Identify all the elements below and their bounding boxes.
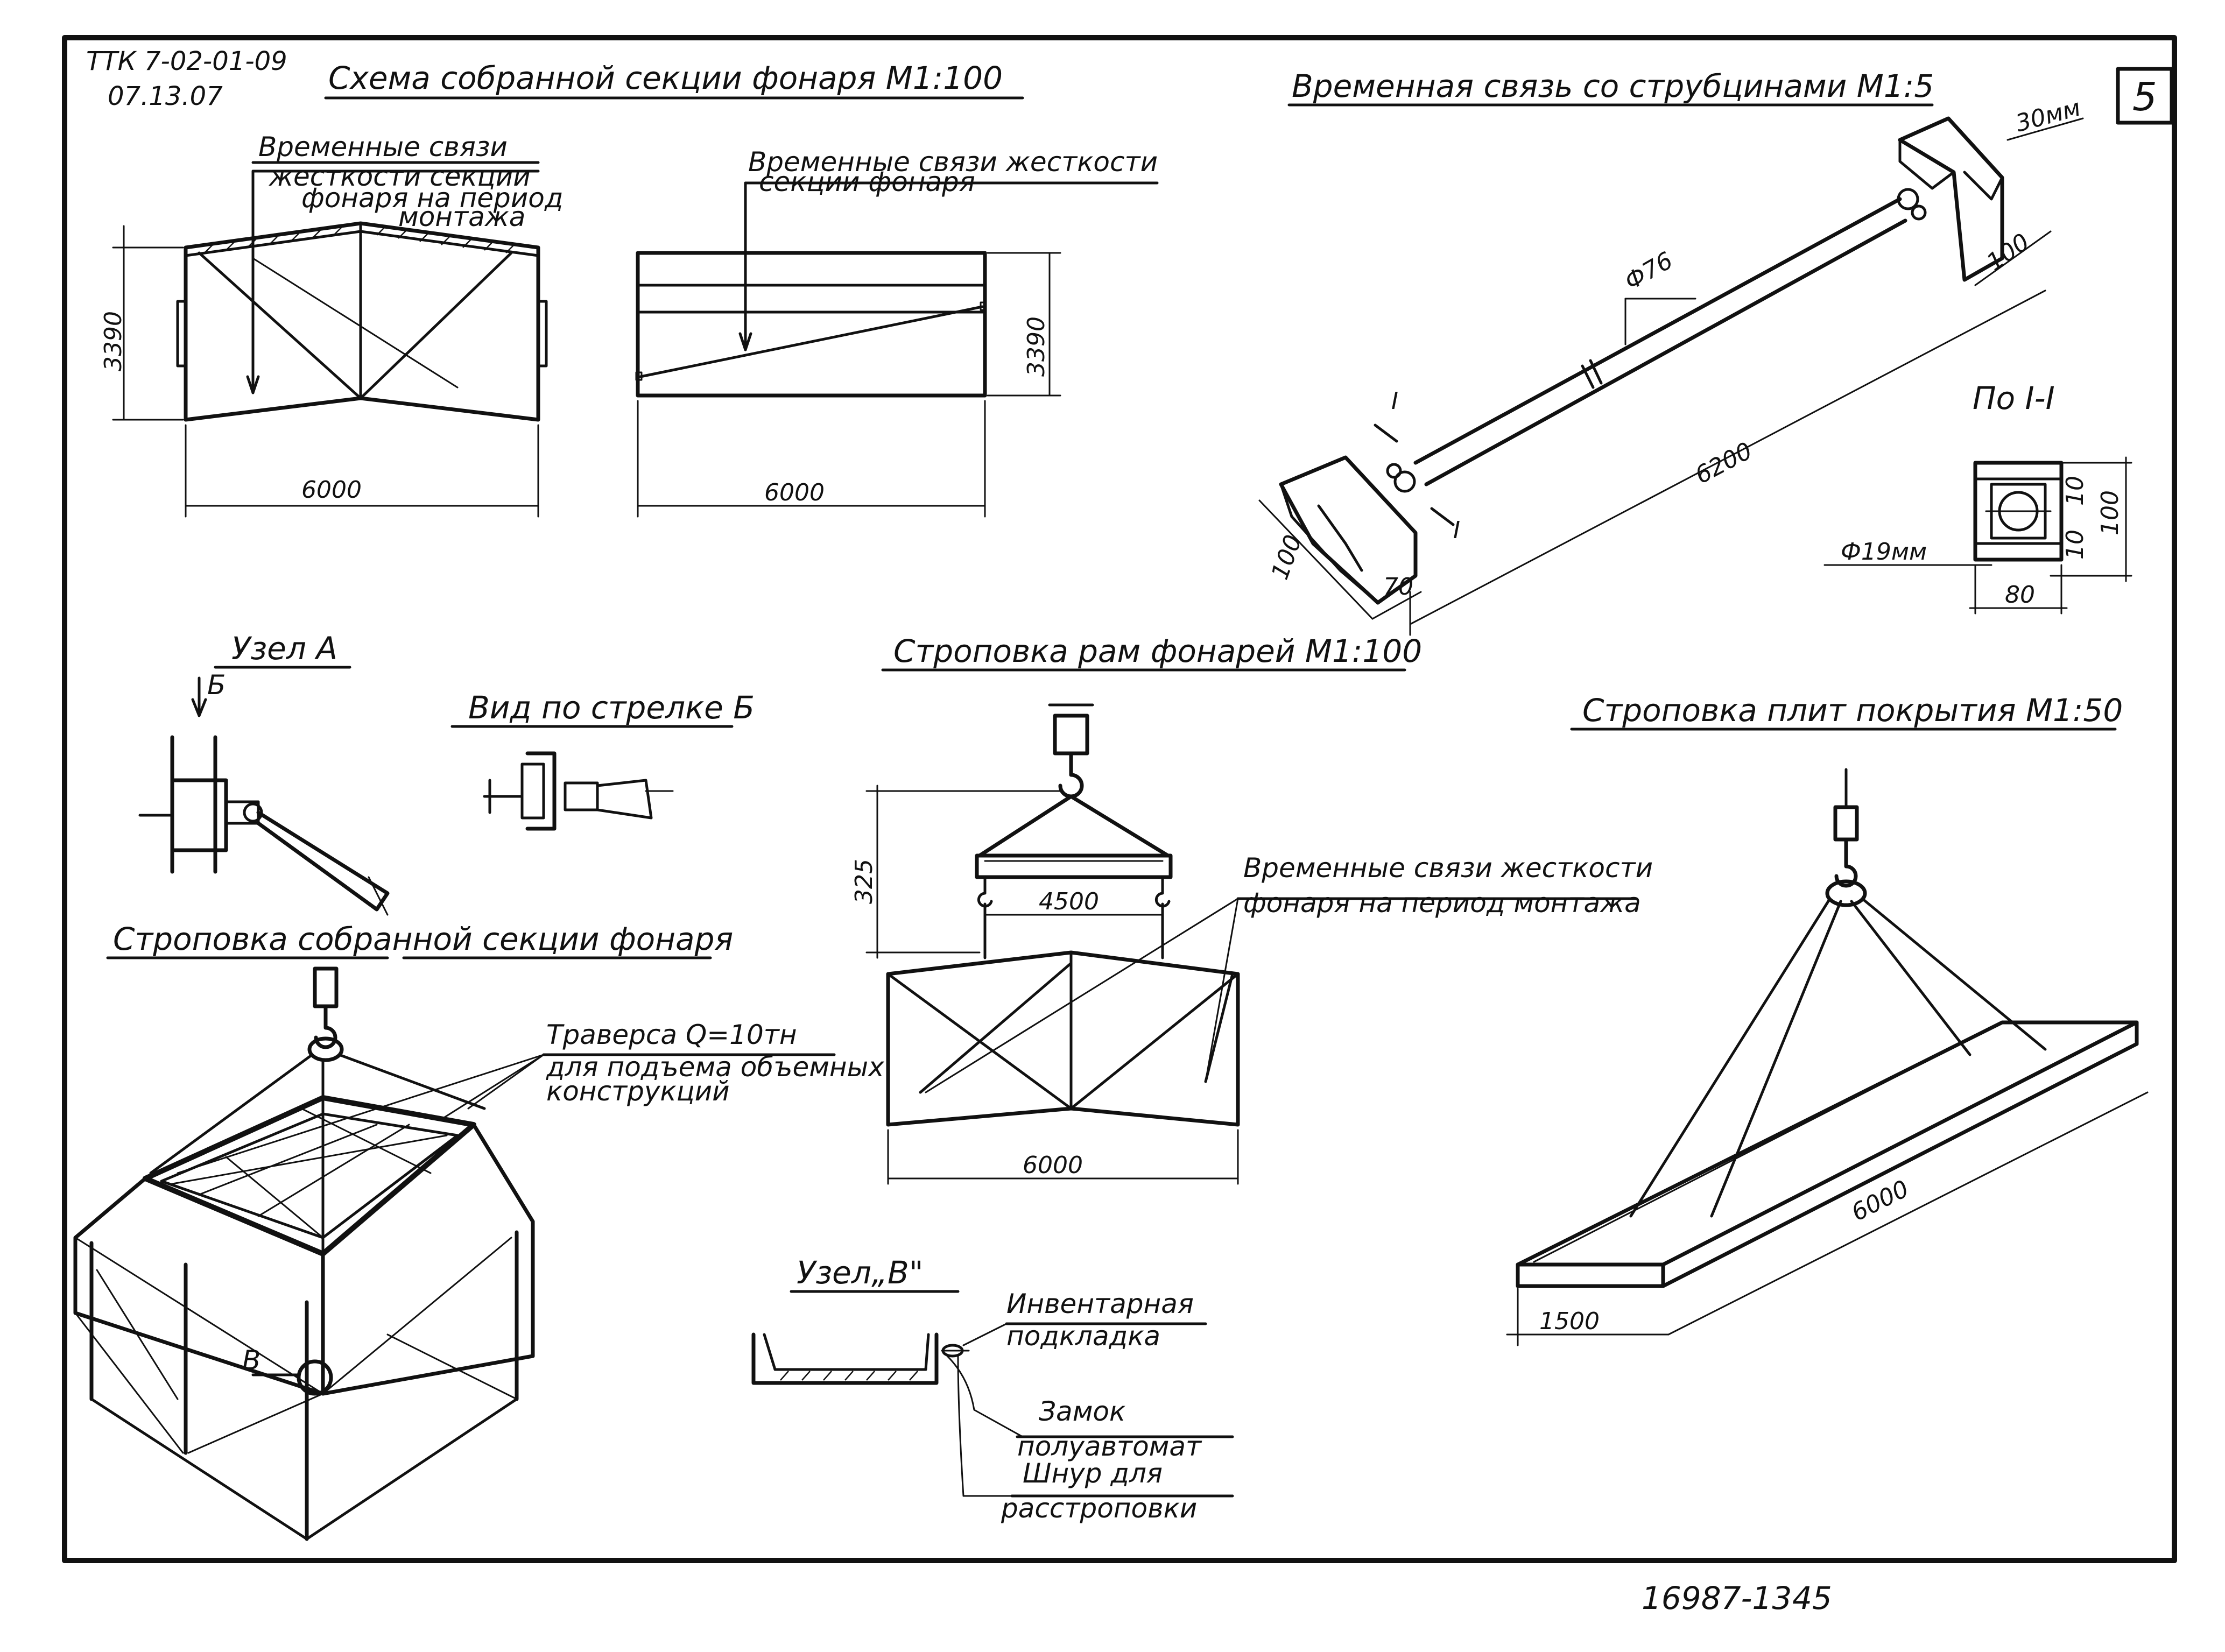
frame-slinging: Строповка рам фонарей М1:100 325 4500 xyxy=(850,633,1653,1185)
slab-slinging: Строповка плит покрытия М1:50 6000 1500 xyxy=(1506,692,2149,1346)
node-v-marker-label: В xyxy=(242,1345,260,1376)
dim-10a: 10 xyxy=(2061,476,2089,506)
section-detail: 10 100 10 80 Ф19мм xyxy=(1823,456,2132,615)
callout-left-line4: монтажа xyxy=(398,201,525,232)
assembled-slinging-title: Строповка собранной секции фонаря xyxy=(113,921,733,957)
callout-left-line3: фонаря на период xyxy=(301,182,563,214)
dim-width-left: 6000 xyxy=(301,476,362,504)
node-v-hatching xyxy=(780,1371,918,1381)
frame-slinging-title: Строповка рам фонарей М1:100 xyxy=(893,633,1422,669)
section-scheme: Схема собранной секции фонаря М1:100 xyxy=(100,60,1159,518)
dim-height-left: 3390 xyxy=(100,311,127,371)
node-v-lock-line1: Замок xyxy=(1039,1396,1125,1427)
dim-slab-width: 1500 xyxy=(1539,1308,1600,1335)
dim-100-side: 100 xyxy=(2096,490,2124,535)
node-v-title: Узел„В" xyxy=(797,1254,923,1291)
dim-80: 80 xyxy=(2005,581,2035,609)
view-b: Вид по стрелке Б xyxy=(450,689,755,831)
dim-30mm: 30мм xyxy=(2013,94,2083,138)
footer-stamp: 16987-13 xyxy=(1642,1580,1792,1616)
callout-right-line2: секции фонаря xyxy=(759,166,975,197)
node-a-title: Узел А xyxy=(231,630,337,667)
section-title: По I-I xyxy=(1973,380,2055,416)
section-front-elevation: 3390 6000 xyxy=(100,170,548,518)
frame-callout-line2: фонаря на период монтажа xyxy=(1243,887,1641,919)
assembled-slinging: Строповка собранной секции фонаря xyxy=(73,921,884,1541)
temp-brace: Временная связь со струбцинами М1:5 30мм… xyxy=(1258,68,2132,636)
node-v: Узел„В" Инвентарная подкладка Замок полу… xyxy=(751,1254,1234,1524)
sheet-number-box xyxy=(2116,67,2174,125)
footer-page: 45 xyxy=(1792,1580,1832,1616)
node-v-marker xyxy=(297,1359,333,1396)
traverse-line3: конструкций xyxy=(546,1076,730,1107)
dim-width-right: 6000 xyxy=(764,479,825,506)
node-a-arrow-label: Б xyxy=(207,669,226,701)
dim-length: 6200 xyxy=(1691,437,1757,490)
slab-slinging-title: Строповка плит покрытия М1:50 xyxy=(1582,692,2123,729)
node-v-cord-line1: Шнур для xyxy=(1023,1458,1163,1489)
dim-slab-length: 6000 xyxy=(1847,1175,1913,1227)
node-v-cord-line2: расстроповки xyxy=(1001,1493,1197,1524)
dim-height-right: 3390 xyxy=(1023,316,1050,377)
dim-70: 70 xyxy=(1383,573,1413,601)
section-mark-top: I xyxy=(1391,387,1398,415)
node-v-pad-line2: подкладка xyxy=(1006,1321,1160,1352)
section-mark-bottom: I xyxy=(1453,517,1460,544)
node-v-lock-line2: полуавтомат xyxy=(1017,1431,1202,1462)
section-side-elevation: 3390 6000 xyxy=(635,181,1159,518)
view-b-title: Вид по стрелке Б xyxy=(468,689,755,726)
section-scheme-title: Схема собранной секции фонаря М1:100 xyxy=(328,60,1003,96)
dim-100-top: 100 xyxy=(1982,228,2034,277)
traverse-line2: для подъема объемных xyxy=(546,1051,884,1083)
dim-diameter: Ф76 xyxy=(1620,246,1678,295)
dim-bolt: Ф19мм xyxy=(1841,538,1927,566)
dim-100-left: 100 xyxy=(1266,531,1307,583)
sheet-frame xyxy=(62,35,2177,1563)
sheet-code-line1: ТТК 7-02-01-09 xyxy=(86,46,287,76)
callout-left-line2: жесткости секции xyxy=(269,161,531,192)
temp-brace-title: Временная связь со струбцинами М1:5 xyxy=(1292,68,1934,104)
dim-6000-frame: 6000 xyxy=(1023,1152,1083,1179)
sheet-code-line2: 07.13.07 xyxy=(108,81,223,111)
node-v-pad-line1: Инвентарная xyxy=(1006,1288,1194,1319)
callout-left-line1: Временные связи xyxy=(258,131,508,163)
sheet-number: 5 xyxy=(2132,74,2157,119)
frame-callout-line1: Временные связи жесткости xyxy=(1243,852,1653,884)
dim-325: 325 xyxy=(850,859,878,904)
node-a: Узел А Б xyxy=(138,630,390,916)
dim-4500: 4500 xyxy=(1039,888,1099,915)
dim-10b: 10 xyxy=(2061,530,2089,560)
traverse-line1: Траверса Q=10тн xyxy=(546,1019,797,1050)
callout-right-line1: Временные связи жесткости xyxy=(748,146,1158,178)
